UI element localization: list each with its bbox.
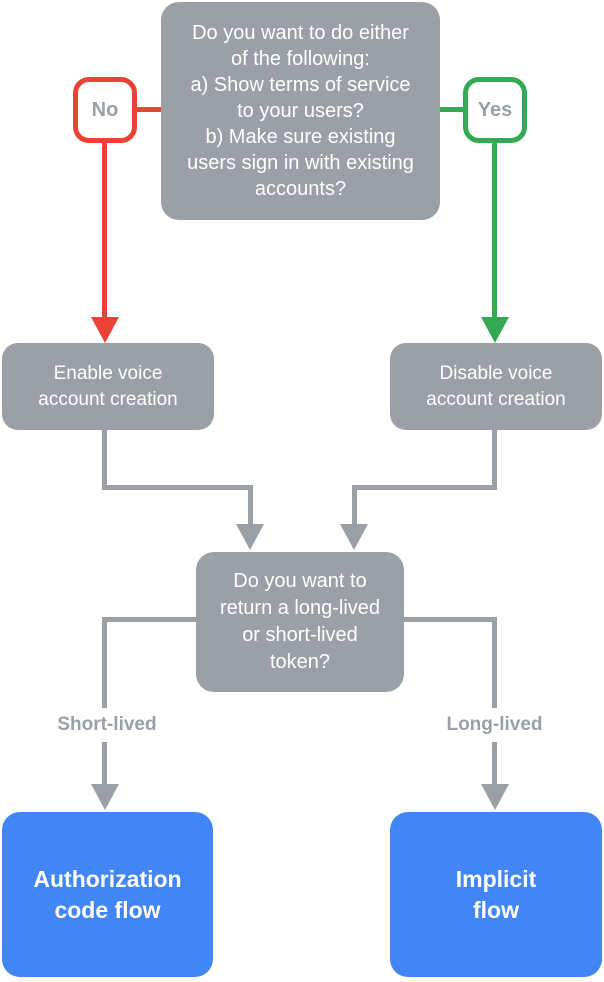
question-line: users sign in with existing [187,152,414,174]
yes-branch-arrowhead-icon [481,317,509,343]
action-line: account creation [426,388,566,410]
question-line: to your users? [237,100,364,122]
no-branch-arrowhead-icon [91,317,119,343]
result-line: code flow [54,896,161,923]
disable-to-question-horizontal-line [352,485,497,490]
long-lived-vertical-line [492,617,497,786]
result-line: flow [473,896,519,923]
enable-to-question-horizontal-line [102,485,253,490]
question-line: Do you want to do either [192,22,409,44]
no-decision-badge: No [73,77,137,143]
action-node-enable-voice-account-creation: Enable voice account creation [2,343,214,430]
no-branch-horizontal-line [137,107,161,112]
disable-to-question-arrowhead-icon [340,524,368,550]
short-lived-horizontal-line [105,617,196,622]
yes-decision-badge: Yes [463,77,527,143]
short-lived-branch-label: Short-lived [23,708,191,742]
disable-to-question-drop-line [352,485,357,525]
long-lived-branch-label: Long-lived [411,708,578,742]
long-lived-arrowhead-icon [481,784,509,810]
question-line: return a long-lived [219,597,381,619]
action-line: Disable voice [439,362,553,384]
question-line: of the following: [231,48,370,70]
long-lived-label: Long-lived [446,714,543,735]
yes-branch-vertical-line [492,143,497,319]
question-line: token? [269,651,331,673]
question-node-token-lifetime: Do you want to return a long-lived or sh… [196,552,404,692]
result-line: Implicit [455,865,537,892]
short-lived-arrowhead-icon [91,784,119,810]
action-line: account creation [38,388,178,410]
long-lived-horizontal-line [404,617,497,622]
question-node-terms-of-service: Do you want to do either of the followin… [161,2,440,220]
enable-to-question-drop-line [248,485,253,525]
action-line: Enable voice [53,362,163,384]
no-label: No [91,98,119,121]
question-line: or short-lived [242,624,358,646]
no-branch-vertical-line [102,143,107,319]
question-line: Do you want to [233,570,367,592]
result-line: Authorization [33,865,182,892]
question-line: accounts? [254,178,347,200]
short-lived-vertical-line [102,617,107,786]
yes-label: Yes [477,98,513,121]
yes-branch-horizontal-line [440,107,463,112]
enable-to-question-arrowhead-icon [236,524,264,550]
short-lived-label: Short-lived [57,714,157,735]
enable-to-question-vertical-line [102,430,107,490]
question-line: b) Make sure existing [205,126,396,148]
action-node-disable-voice-account-creation: Disable voice account creation [390,343,602,430]
disable-to-question-vertical-line [492,430,497,490]
question-line: a) Show terms of service [190,74,411,96]
result-node-implicit-flow: Implicit flow [390,812,602,977]
result-node-authorization-code-flow: Authorization code flow [2,812,213,977]
